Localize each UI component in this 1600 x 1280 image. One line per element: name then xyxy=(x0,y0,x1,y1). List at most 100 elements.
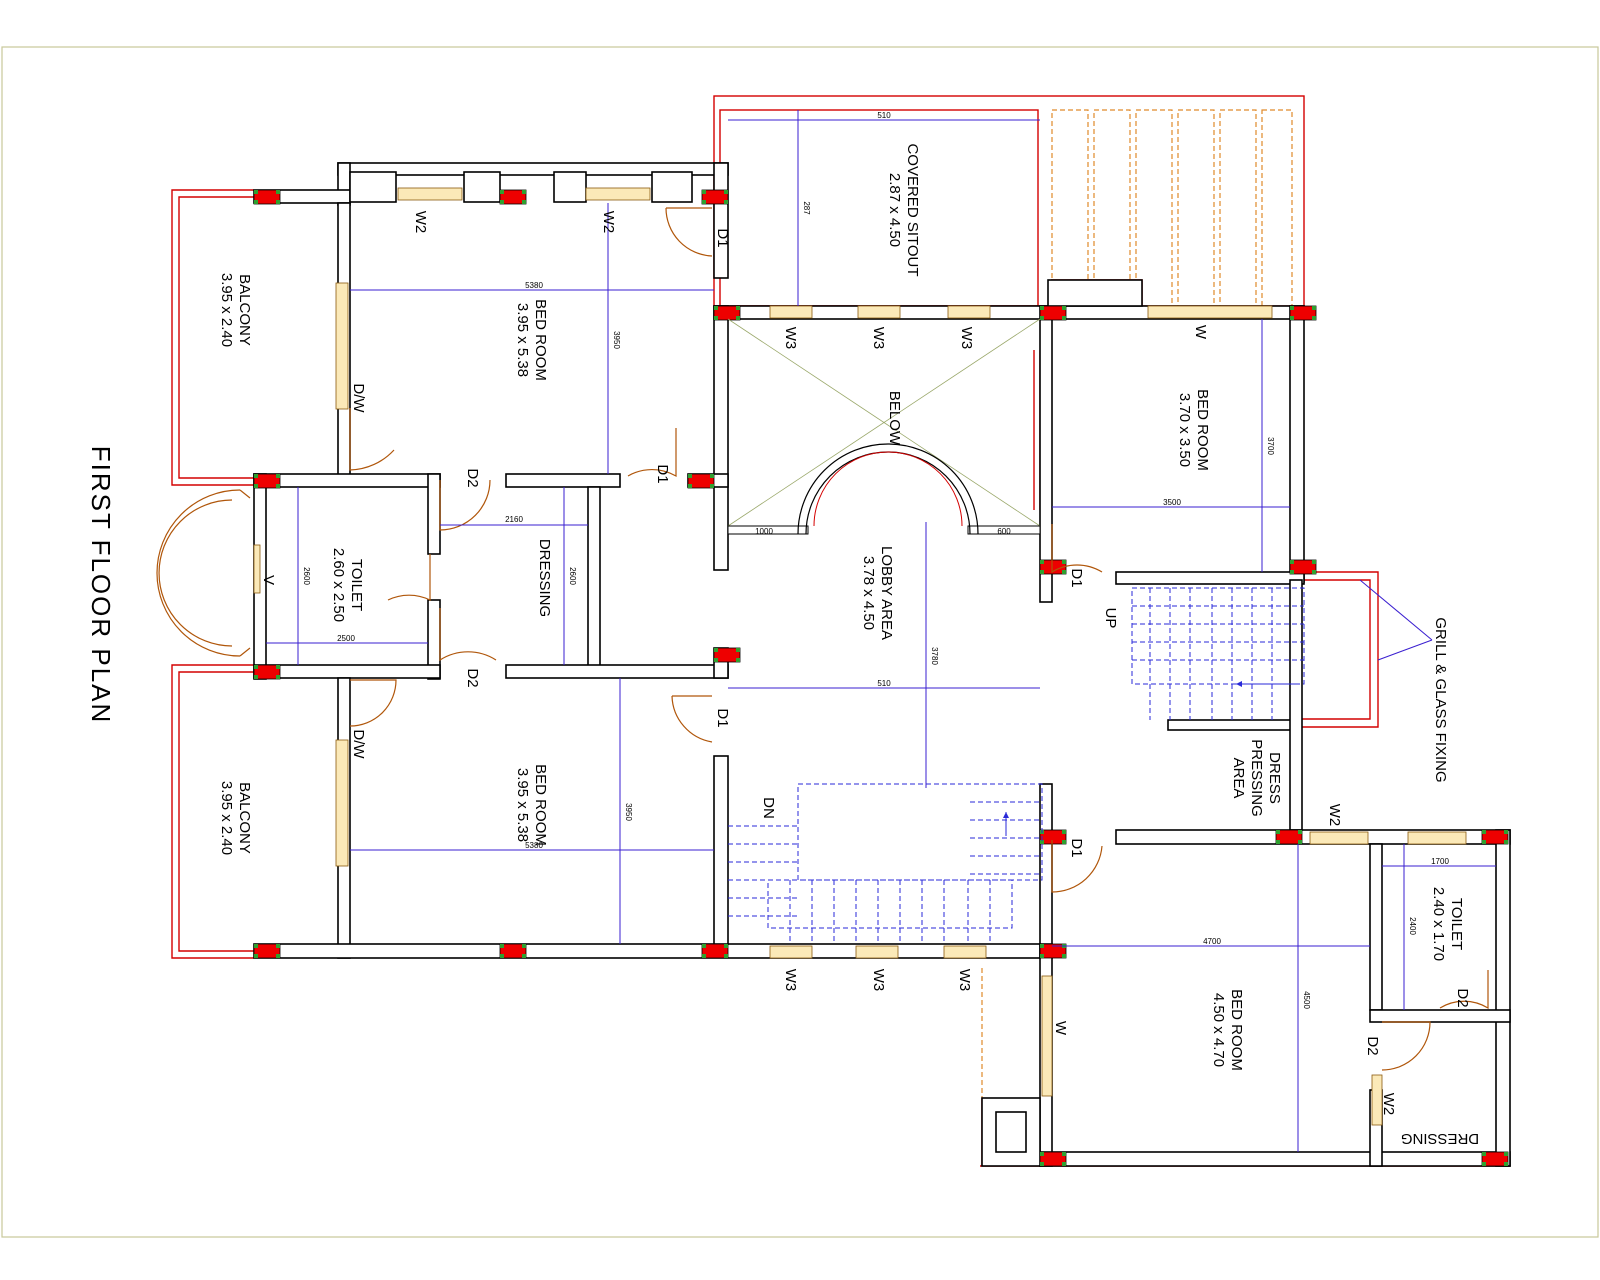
svg-text:D2: D2 xyxy=(464,468,481,487)
door-swings xyxy=(156,207,1489,1071)
svg-text:BALCONY: BALCONY xyxy=(236,274,253,346)
room-bedroom-bottom-right: BED ROOM 4.50 x 4.70 xyxy=(1210,989,1245,1071)
column-corner xyxy=(736,658,740,662)
svg-text:DRESS: DRESS xyxy=(1266,752,1283,804)
column-corner xyxy=(714,316,718,320)
column-corner xyxy=(1040,1152,1044,1156)
room-covered-sitout: COVERED SITOUT 2.87 x 4.50 xyxy=(886,143,921,276)
svg-text:BED ROOM: BED ROOM xyxy=(1194,389,1211,471)
room-bedroom-right: BED ROOM 3.70 x 3.50 xyxy=(1176,389,1211,471)
svg-text:W3: W3 xyxy=(958,327,975,350)
svg-text:W3: W3 xyxy=(782,327,799,350)
svg-text:BALCONY: BALCONY xyxy=(236,782,253,854)
column-corner xyxy=(500,944,504,948)
room-balcony-top: BALCONY 3.95 x 2.40 xyxy=(218,273,253,347)
svg-text:W2: W2 xyxy=(600,211,617,234)
svg-text:D1: D1 xyxy=(714,708,731,727)
void-below-label: BELOW xyxy=(886,391,903,446)
column-corner xyxy=(1298,840,1302,844)
svg-text:2500: 2500 xyxy=(337,634,355,643)
column xyxy=(1289,559,1317,575)
column xyxy=(1039,305,1067,321)
column-corner xyxy=(1312,560,1316,564)
sheet-border xyxy=(1,46,1599,1238)
svg-text:BED ROOM: BED ROOM xyxy=(532,764,549,846)
column-corner xyxy=(1040,560,1044,564)
svg-text:600: 600 xyxy=(997,527,1011,536)
svg-text:D2: D2 xyxy=(464,668,481,687)
svg-text:D1: D1 xyxy=(1068,838,1085,857)
column xyxy=(1275,829,1303,845)
svg-text:4.50 x 4.70: 4.50 x 4.70 xyxy=(1210,993,1227,1067)
column-corner xyxy=(1504,1162,1508,1166)
column xyxy=(1039,829,1067,845)
column-corner xyxy=(702,200,706,204)
svg-text:TOILET: TOILET xyxy=(348,559,365,611)
svg-text:287: 287 xyxy=(802,201,811,215)
column-corner xyxy=(1062,1162,1066,1166)
staircases xyxy=(728,587,1305,944)
column-corner xyxy=(1062,306,1066,310)
windows xyxy=(253,187,1467,1126)
column-corner xyxy=(1040,840,1044,844)
svg-text:5380: 5380 xyxy=(525,841,543,850)
svg-text:3.78 x 4.50: 3.78 x 4.50 xyxy=(860,556,877,630)
column-corner xyxy=(736,316,740,320)
room-balcony-bottom: BALCONY 3.95 x 2.40 xyxy=(218,781,253,855)
svg-text:3700: 3700 xyxy=(1266,437,1275,455)
svg-text:W3: W3 xyxy=(782,969,799,992)
column-corner xyxy=(254,190,258,194)
svg-text:3.95 x 5.38: 3.95 x 5.38 xyxy=(514,768,531,842)
column-corner xyxy=(254,944,258,948)
svg-text:510: 510 xyxy=(877,679,891,688)
column xyxy=(1481,1151,1509,1167)
column xyxy=(1039,1151,1067,1167)
opening-tags: W2 W2 D1 W3 W3 W3 W D/W D1 D2 V D2 D1 D/… xyxy=(260,211,1471,1116)
column-corner xyxy=(1062,840,1066,844)
column xyxy=(499,943,527,959)
svg-text:D/W: D/W xyxy=(350,383,367,413)
column-corner xyxy=(1298,830,1302,834)
svg-text:W3: W3 xyxy=(956,969,973,992)
svg-text:D2: D2 xyxy=(1454,988,1471,1007)
column xyxy=(701,189,729,205)
column xyxy=(701,943,729,959)
column-corner xyxy=(1062,560,1066,564)
plan-title: FIRST FLOOR PLAN xyxy=(86,446,116,725)
column-corner xyxy=(1482,1152,1486,1156)
column-corner xyxy=(1040,316,1044,320)
svg-text:2.60 x 2.50: 2.60 x 2.50 xyxy=(330,548,347,622)
column-corner xyxy=(1312,570,1316,574)
column-corner xyxy=(724,944,728,948)
column xyxy=(499,189,527,205)
svg-text:PRESSING: PRESSING xyxy=(1248,739,1265,817)
svg-text:COVERED SITOUT: COVERED SITOUT xyxy=(904,143,921,276)
column-corner xyxy=(736,306,740,310)
room-dressing-left: DRESSING xyxy=(536,539,553,617)
svg-text:3500: 3500 xyxy=(1163,498,1181,507)
room-lobby: LOBBY AREA 3.78 x 4.50 xyxy=(860,546,895,640)
column-corner xyxy=(1062,830,1066,834)
room-dress-pressing: DRESS PRESSING AREA xyxy=(1230,739,1283,817)
column-corner xyxy=(1040,954,1044,958)
svg-text:2.40 x 1.70: 2.40 x 1.70 xyxy=(1430,887,1447,961)
room-bedroom-top: BED ROOM 3.95 x 5.38 xyxy=(514,299,549,381)
column-corner xyxy=(1290,306,1294,310)
svg-text:510: 510 xyxy=(877,111,891,120)
column-corner xyxy=(1312,316,1316,320)
svg-text:D1: D1 xyxy=(714,228,731,247)
svg-text:3.70 x 3.50: 3.70 x 3.50 xyxy=(1176,393,1193,467)
column-corner xyxy=(724,954,728,958)
svg-text:3780: 3780 xyxy=(930,647,939,665)
column-corner xyxy=(254,954,258,958)
svg-text:1000: 1000 xyxy=(755,527,773,536)
column-corner xyxy=(1482,830,1486,834)
svg-text:2160: 2160 xyxy=(505,515,523,524)
svg-text:BED ROOM: BED ROOM xyxy=(1228,989,1245,1071)
column-corner xyxy=(1040,944,1044,948)
column-corner xyxy=(500,190,504,194)
svg-text:2600: 2600 xyxy=(302,567,311,585)
dimension-texts: 510 287 5380 3950 3700 3500 2160 2600 25… xyxy=(302,111,1449,1009)
column-corner xyxy=(1040,570,1044,574)
column xyxy=(1039,943,1067,959)
